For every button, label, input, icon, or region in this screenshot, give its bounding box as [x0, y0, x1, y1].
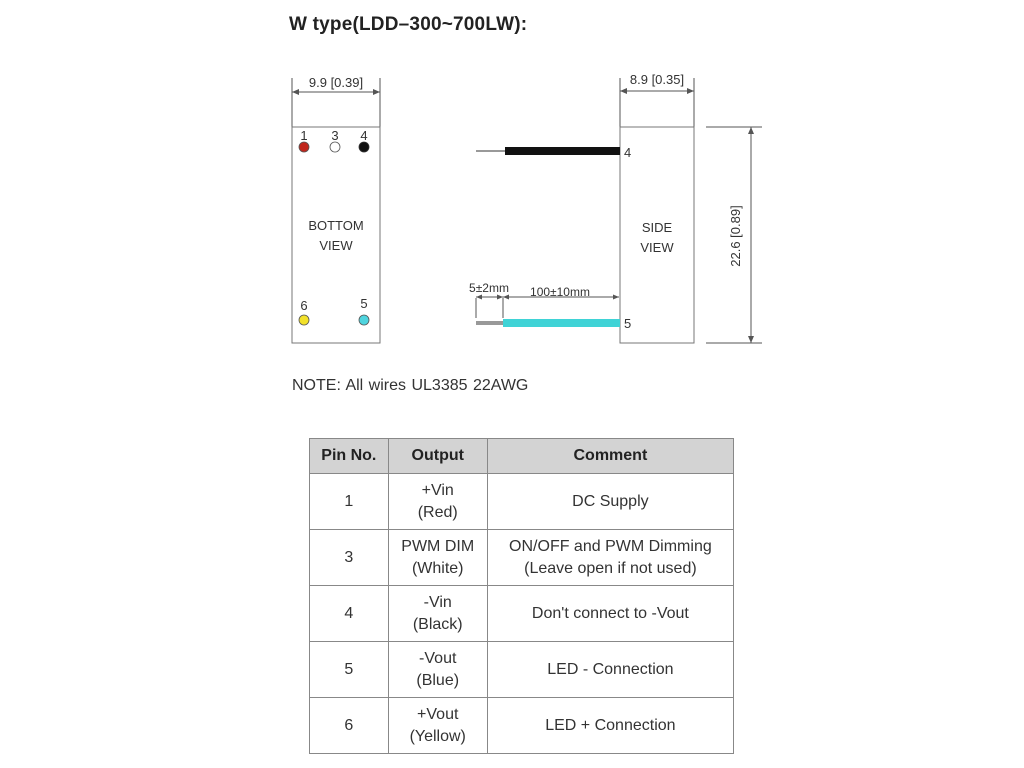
cell-output: +Vin (Red): [387, 473, 488, 530]
bottom-view-body: [291, 126, 381, 344]
mechanical-drawing: 9.9 [0.39] BOTTOM VIEW 1 3 4 6 5 8.9 [0.…: [291, 72, 762, 344]
side-view-pin-4-label: 4: [624, 145, 631, 160]
side-view-pin-5-label: 5: [624, 316, 631, 331]
pin-6-number: 6: [300, 298, 307, 313]
output-wire-color: (Blue): [416, 671, 460, 689]
table-row: 4 -Vin (Black) Don't connect to -Vout: [309, 585, 735, 642]
pin-1-number: 1: [300, 128, 307, 143]
output-signal: -Vout: [419, 649, 457, 667]
side-view-width-label: 8.9 [0.35]: [630, 72, 684, 87]
comment-line: Don't connect to -Vout: [531, 604, 689, 622]
comment-line: ON/OFF and PWM Dimming: [509, 537, 712, 555]
header-comment: Comment: [486, 438, 735, 474]
table-header-row: Pin No. Output Comment: [309, 438, 735, 474]
cell-output: -Vin (Black): [387, 585, 488, 642]
wire-length-dimensions: 5±2mm 100±10mm: [469, 281, 619, 318]
comment-line: LED - Connection: [547, 660, 674, 678]
cell-pin: 4: [309, 585, 389, 642]
side-view-height-dimension: 22.6 [0.89]: [706, 126, 762, 344]
output-wire-color: (Black): [412, 615, 463, 633]
header-output: Output: [387, 438, 488, 474]
cell-pin: 1: [309, 473, 389, 530]
bottom-view-label-line2: VIEW: [319, 238, 353, 253]
pin-1-marker: [298, 141, 310, 153]
table-row: 5 -Vout (Blue) LED - Connection: [309, 641, 735, 698]
pin-4-marker: [358, 141, 370, 153]
bottom-view-width-label: 9.9 [0.39]: [309, 75, 363, 90]
table-row: 3 PWM DIM (White) ON/OFF and PWM Dimming…: [309, 529, 735, 586]
side-view-body: [619, 126, 695, 344]
side-view-height-label: 22.6 [0.89]: [728, 205, 743, 266]
cell-output: +Vout (Yellow): [387, 697, 488, 754]
output-wire-color: (White): [411, 559, 464, 577]
table-row: 1 +Vin (Red) DC Supply: [309, 473, 735, 530]
cell-output: -Vout (Blue): [387, 641, 488, 698]
pin-3-marker: [329, 141, 341, 153]
side-view-width-dimension: 8.9 [0.35]: [619, 72, 695, 127]
pin-4-number: 4: [360, 128, 367, 143]
output-wire-color: (Yellow): [409, 727, 466, 745]
side-view-label-line2: VIEW: [640, 240, 674, 255]
comment-line: (Leave open if not used): [524, 559, 697, 577]
output-wire-color: (Red): [417, 503, 458, 521]
output-signal: +Vin: [421, 481, 454, 499]
cell-pin: 3: [309, 529, 389, 586]
cell-pin: 6: [309, 697, 389, 754]
pin-5-wire-blue: [503, 319, 620, 327]
pin-5-number: 5: [360, 296, 367, 311]
bottom-view-width-dimension: 9.9 [0.39]: [291, 75, 381, 128]
cell-comment: LED + Connection: [486, 697, 735, 754]
comment-line: LED + Connection: [545, 716, 676, 734]
pin-6-marker: [298, 314, 310, 326]
side-view-label-line1: SIDE: [642, 220, 673, 235]
cell-output: PWM DIM (White): [387, 529, 488, 586]
header-pin-no: Pin No.: [309, 438, 389, 474]
bottom-view-label-line1: BOTTOM: [308, 218, 363, 233]
cell-comment: ON/OFF and PWM Dimming (Leave open if no…: [486, 529, 735, 586]
cell-comment: LED - Connection: [486, 641, 735, 698]
comment-line: DC Supply: [572, 492, 649, 510]
output-signal: PWM DIM: [401, 537, 475, 555]
diagram-title: W type(LDD–300~700LW):: [289, 14, 528, 35]
pin-5-marker: [358, 314, 370, 326]
wiring-note: NOTE: All wires UL3385 22AWG: [292, 377, 529, 394]
cell-comment: DC Supply: [486, 473, 735, 530]
pin-3-number: 3: [331, 128, 338, 143]
pin-assignment-table: Pin No. Output Comment 1 +Vin (Red) DC S…: [309, 438, 735, 754]
cell-comment: Don't connect to -Vout: [486, 585, 735, 642]
output-signal: -Vin: [423, 593, 452, 611]
strip-length-label: 5±2mm: [469, 281, 509, 295]
output-signal: +Vout: [417, 705, 459, 723]
wire-length-label: 100±10mm: [530, 285, 590, 299]
cell-pin: 5: [309, 641, 389, 698]
table-row: 6 +Vout (Yellow) LED + Connection: [309, 697, 735, 754]
pin-4-wire-black: [505, 147, 620, 155]
